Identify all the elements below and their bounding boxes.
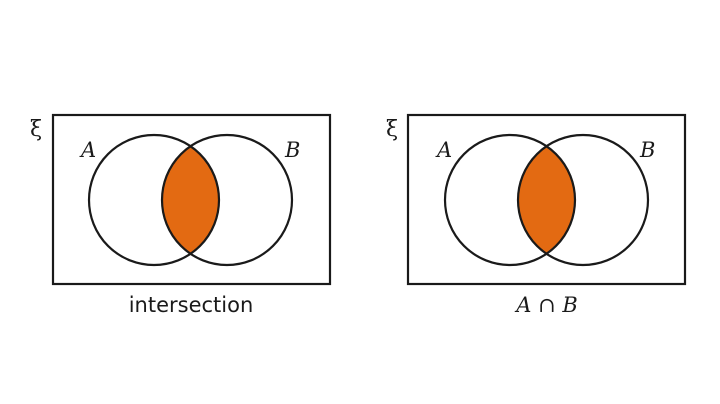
set-b-overlap-region <box>162 135 219 265</box>
universal-set-symbol: ξ <box>30 117 42 142</box>
set-b-overlap-region <box>518 135 575 265</box>
set-a-circle <box>443 133 577 267</box>
venn-diagram-intersection: ξ A B intersection <box>30 113 332 317</box>
set-b-circle <box>160 133 294 267</box>
diagram-caption: intersection <box>129 293 254 317</box>
set-b-label: B <box>639 138 655 162</box>
set-a-label: A <box>435 138 452 162</box>
universal-set-symbol: ξ <box>386 117 398 142</box>
universal-set-box <box>406 113 687 286</box>
universal-set-box <box>51 113 332 286</box>
set-a-circle <box>87 133 221 267</box>
set-a-label: A <box>79 138 96 162</box>
diagram-caption: A ∩ B <box>514 293 578 317</box>
set-b-circle <box>516 133 650 267</box>
set-b-label: B <box>284 138 300 162</box>
venn-diagram-a-intersect-b: ξ A B A ∩ B <box>386 113 687 317</box>
